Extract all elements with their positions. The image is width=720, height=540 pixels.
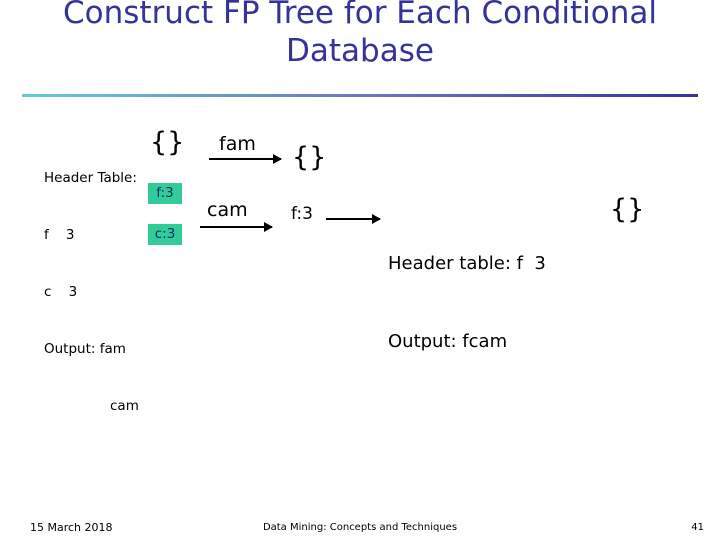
footer-title: Data Mining: Concepts and Techniques	[262, 522, 458, 533]
tree-root-brace-left: {}	[150, 127, 185, 158]
tree-root-brace-right: {}	[610, 194, 645, 225]
arrow-fam	[209, 154, 282, 164]
tree-node-f3: f:3	[148, 183, 182, 204]
tree-node-c3: c:3	[148, 224, 182, 245]
footer-date: 15 March 2018	[30, 521, 113, 534]
arrow-label-fam: fam	[219, 133, 256, 155]
right-header-table-line2: Output: fcam	[388, 331, 508, 352]
header-table-output-cam: cam	[110, 398, 139, 414]
arrow-label-cam: cam	[207, 199, 248, 221]
arrow-f3	[326, 214, 381, 224]
page-title: Construct FP Tree for Each Conditional D…	[63, 0, 657, 69]
header-table-row-c: c 3	[44, 284, 78, 300]
footer-page-number: 41	[691, 522, 704, 533]
right-header-table: Header table: f 3 Output: fcam	[388, 199, 546, 407]
arrow-cam	[200, 222, 273, 232]
node-label-f3-right: f:3	[291, 204, 313, 224]
header-table-block: Header Table: f 3 c 3 Output: fam cam	[44, 131, 139, 454]
header-table-row-f: f 3	[44, 227, 75, 243]
title-divider	[22, 94, 698, 97]
header-table-label: Header Table:	[44, 170, 137, 186]
header-table-output-cont: cam	[44, 397, 139, 416]
right-header-table-line1: Header table: f 3	[388, 253, 546, 274]
tree-root-brace-middle: {}	[292, 142, 327, 173]
header-table-output: Output: fam	[44, 341, 126, 357]
